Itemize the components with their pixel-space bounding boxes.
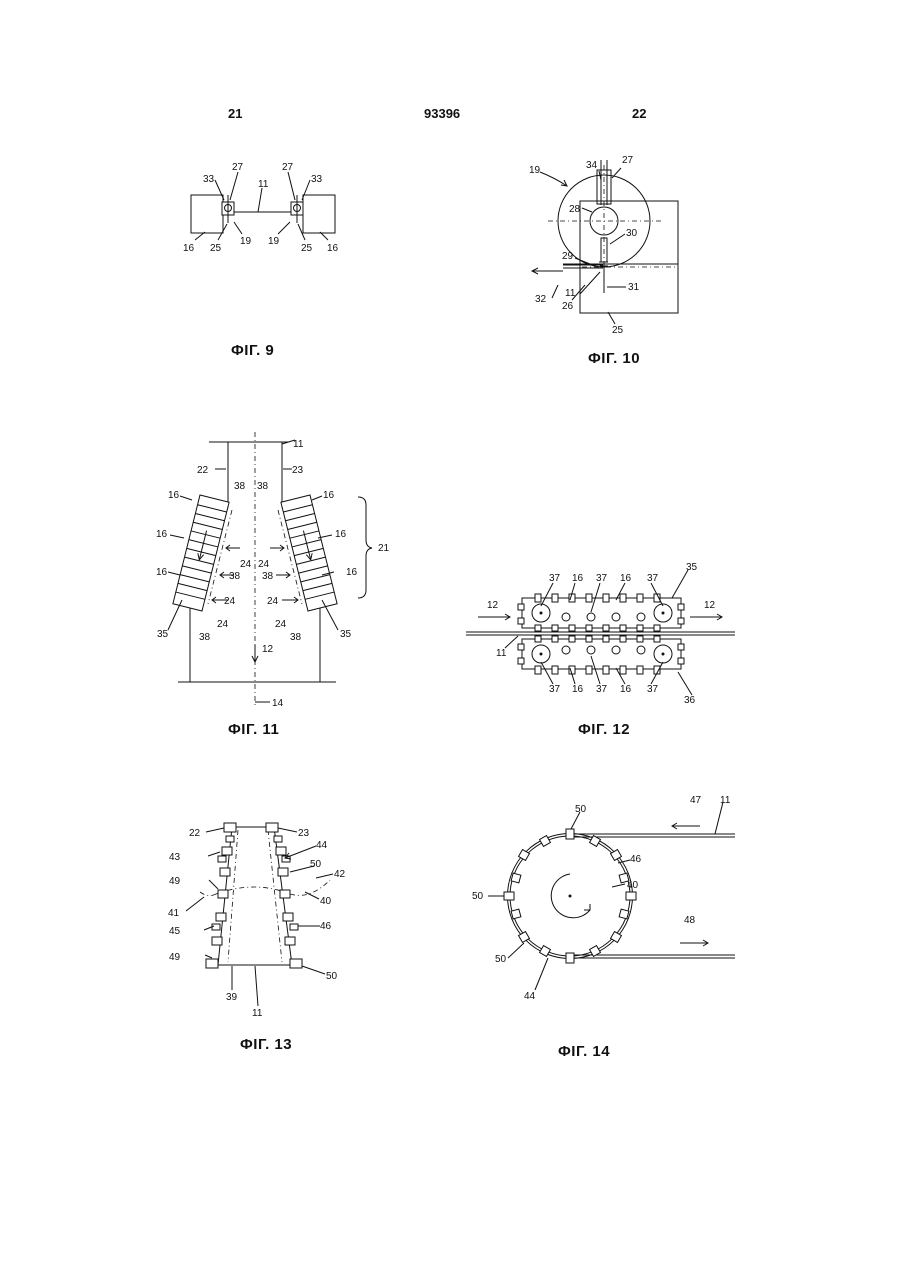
fig14-label-50-bottom: 50: [495, 954, 507, 965]
fig14-label-47: 47: [690, 795, 702, 806]
fig14-label-40: 40: [627, 880, 639, 891]
fig14-label-44: 44: [524, 991, 536, 1002]
fig14-label-11: 11: [720, 795, 731, 806]
figure-14-caption: ФІГ. 14: [558, 1043, 610, 1060]
fig14-label-48: 48: [684, 915, 696, 926]
fig14-label-46: 46: [630, 854, 642, 865]
fig14-label-50-top: 50: [575, 804, 587, 815]
fig14-label-50-left: 50: [472, 891, 484, 902]
